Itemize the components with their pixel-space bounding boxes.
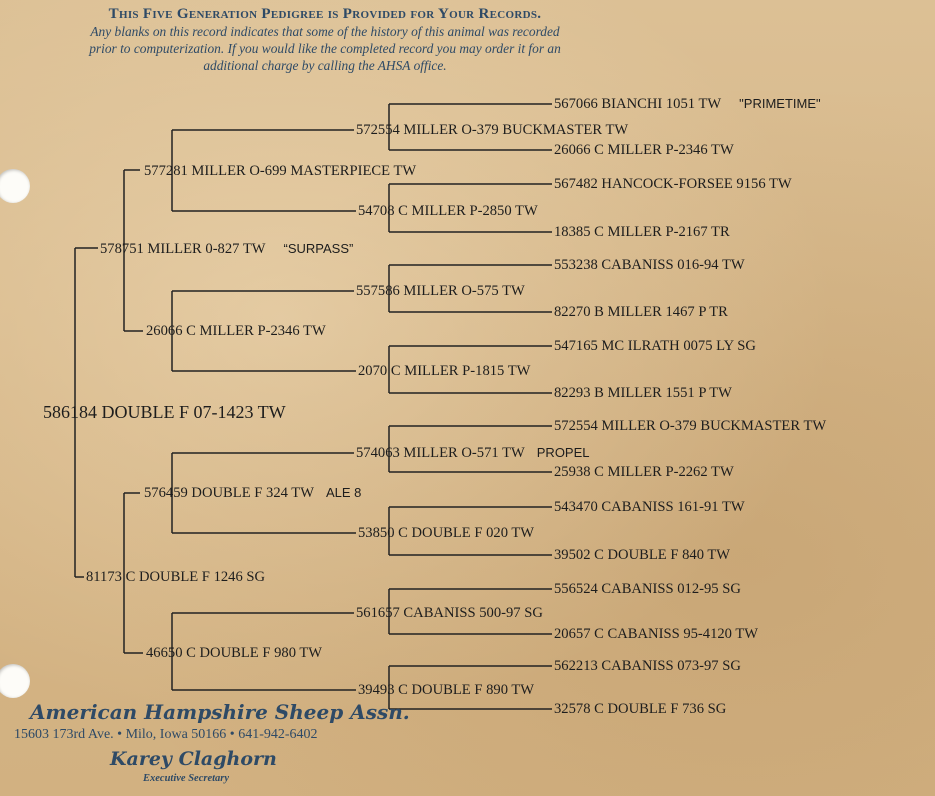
pedigree-ggg-9: 572554 MILLER O-379 BUCKMASTER TW: [554, 418, 826, 434]
pedigree-sire-text: 578751 MILLER 0-827 TW: [100, 241, 266, 257]
pedigree-gg-3: 557586 MILLER O-575 TW: [356, 283, 525, 299]
pedigree-gg-6: 53850 C DOUBLE F 020 TW: [358, 525, 534, 541]
pedigree-ggg-3-text: 567482 HANCOCK-FORSEE 9156 TW: [554, 176, 792, 192]
pedigree-ggg-16-text: 32578 C DOUBLE F 736 SG: [554, 701, 727, 717]
pedigree-ggg-7: 547165 MC ILRATH 0075 LY SG: [554, 338, 756, 354]
pedigree-sire-note: “SURPASS”: [283, 241, 354, 256]
secretary-title: Executive Secretary: [143, 773, 230, 784]
pedigree-ggg-11: 543470 CABANISS 161-91 TW: [554, 499, 745, 515]
pedigree-grandsire-2-text: 576459 DOUBLE F 324 TW: [144, 485, 314, 501]
pedigree-ggg-5: 553238 CABANISS 016-94 TW: [554, 257, 745, 273]
pedigree-gg-7: 561657 CABANISS 500-97 SG: [356, 605, 543, 621]
pedigree-granddam-1: 26066 C MILLER P-2346 TW: [146, 323, 326, 339]
pedigree-ggg-4-text: 18385 C MILLER P-2167 TR: [554, 224, 730, 240]
pedigree-ggg-15: 562213 CABANISS 073-97 SG: [554, 658, 741, 674]
pedigree-ggg-13-text: 556524 CABANISS 012-95 SG: [554, 581, 741, 597]
pedigree-ggg-9-text: 572554 MILLER O-379 BUCKMASTER TW: [554, 418, 827, 434]
pedigree-ggg-14: 20657 C CABANISS 95-4120 TW: [554, 626, 758, 642]
pedigree-ggg-10-text: 25938 C MILLER P-2262 TW: [554, 464, 734, 480]
pedigree-dam: 81173 C DOUBLE F 1246 SG: [86, 569, 265, 585]
pedigree-sire: 578751 MILLER 0-827 TW “SURPASS”: [100, 241, 353, 257]
pedigree-granddam-2: 46650 C DOUBLE F 980 TW: [146, 645, 322, 661]
pedigree-gg-8: 39493 C DOUBLE F 890 TW: [358, 682, 534, 698]
pedigree-ggg-5-text: 553238 CABANISS 016-94 TW: [554, 257, 745, 273]
pedigree-gg-8-text: 39493 C DOUBLE F 890 TW: [358, 682, 535, 698]
organization-name: American Hampshire Sheep Assn.: [30, 700, 410, 724]
pedigree-gg-4: 2070 C MILLER P-1815 TW: [358, 363, 530, 379]
pedigree-ggg-1-note: "PRIMETIME": [739, 96, 821, 111]
pedigree-ggg-13: 556524 CABANISS 012-95 SG: [554, 581, 741, 597]
pedigree-root-text: 586184 DOUBLE F 07-1423 TW: [43, 402, 286, 422]
binder-hole-top: [0, 169, 30, 203]
secretary-name: Karey Claghorn: [110, 748, 277, 770]
pedigree-gg-2-text: 54708 C MILLER P-2850 TW: [358, 203, 538, 219]
pedigree-dam-text: 81173 C DOUBLE F 1246 SG: [86, 569, 266, 585]
pedigree-ggg-15-text: 562213 CABANISS 073-97 SG: [554, 658, 741, 674]
pedigree-ggg-1-text: 567066 BIANCHI 1051 TW: [554, 96, 722, 112]
pedigree-ggg-11-text: 543470 CABANISS 161-91 TW: [554, 499, 745, 515]
organization-address: 15603 173rd Ave. • Milo, Iowa 50166 • 64…: [14, 727, 318, 742]
pedigree-ggg-1: 567066 BIANCHI 1051 TW "PRIMETIME": [554, 96, 821, 112]
pedigree-gg-3-text: 557586 MILLER O-575 TW: [356, 283, 525, 299]
pedigree-ggg-10: 25938 C MILLER P-2262 TW: [554, 464, 734, 480]
pedigree-root: 586184 DOUBLE F 07-1423 TW: [43, 402, 286, 422]
pedigree-grandsire-2: 576459 DOUBLE F 324 TW ALE 8: [144, 485, 361, 501]
pedigree-ggg-12: 39502 C DOUBLE F 840 TW: [554, 547, 730, 563]
header-note-line2: prior to computerization. If you would l…: [89, 41, 561, 56]
pedigree-granddam-1-text: 26066 C MILLER P-2346 TW: [146, 323, 326, 339]
pedigree-gg-1: 572554 MILLER O-379 BUCKMASTER TW: [356, 122, 628, 138]
binder-hole-bottom: [0, 664, 30, 698]
pedigree-gg-6-text: 53850 C DOUBLE F 020 TW: [358, 525, 535, 541]
pedigree-granddam-2-text: 46650 C DOUBLE F 980 TW: [146, 645, 323, 661]
pedigree-ggg-6: 82270 B MILLER 1467 P TR: [554, 304, 728, 320]
pedigree-ggg-12-text: 39502 C DOUBLE F 840 TW: [554, 547, 731, 563]
pedigree-gg-5: 574063 MILLER O-571 TW PROPEL: [356, 445, 590, 461]
pedigree-ggg-6-text: 82270 B MILLER 1467 P TR: [554, 304, 728, 320]
pedigree-gg-4-text: 2070 C MILLER P-1815 TW: [358, 363, 531, 379]
pedigree-gg-5-note: PROPEL: [536, 445, 590, 460]
pedigree-ggg-16: 32578 C DOUBLE F 736 SG: [554, 701, 726, 717]
pedigree-ggg-8-text: 82293 B MILLER 1551 P TW: [554, 385, 732, 401]
pedigree-ggg-8: 82293 B MILLER 1551 P TW: [554, 385, 732, 401]
pedigree-gg-5-text: 574063 MILLER O-571 TW: [356, 445, 525, 461]
pedigree-grandsire-1-text: 577281 MILLER O-699 MASTERPIECE TW: [144, 163, 417, 179]
pedigree-ggg-4: 18385 C MILLER P-2167 TR: [554, 224, 730, 240]
pedigree-grandsire-1: 577281 MILLER O-699 MASTERPIECE TW: [144, 163, 416, 179]
pedigree-grandsire-2-note: ALE 8: [326, 485, 362, 500]
pedigree-gg-7-text: 561657 CABANISS 500-97 SG: [356, 605, 543, 621]
pedigree-ggg-3: 567482 HANCOCK-FORSEE 9156 TW: [554, 176, 792, 192]
pedigree-ggg-2: 26066 C MILLER P-2346 TW: [554, 142, 734, 158]
pedigree-gg-1-text: 572554 MILLER O-379 BUCKMASTER TW: [356, 122, 629, 138]
header-note-line1: Any blanks on this record indicates that…: [90, 24, 560, 39]
pedigree-ggg-2-text: 26066 C MILLER P-2346 TW: [554, 142, 734, 158]
pedigree-ggg-14-text: 20657 C CABANISS 95-4120 TW: [554, 626, 759, 642]
pedigree-gg-2: 54708 C MILLER P-2850 TW: [358, 203, 538, 219]
pedigree-ggg-7-text: 547165 MC ILRATH 0075 LY SG: [554, 338, 756, 354]
header-title: This Five Generation Pedigree is Provide…: [108, 6, 542, 22]
pedigree-header: This Five Generation Pedigree is Provide…: [0, 6, 650, 74]
header-note-line3: additional charge by calling the AHSA of…: [203, 58, 447, 73]
